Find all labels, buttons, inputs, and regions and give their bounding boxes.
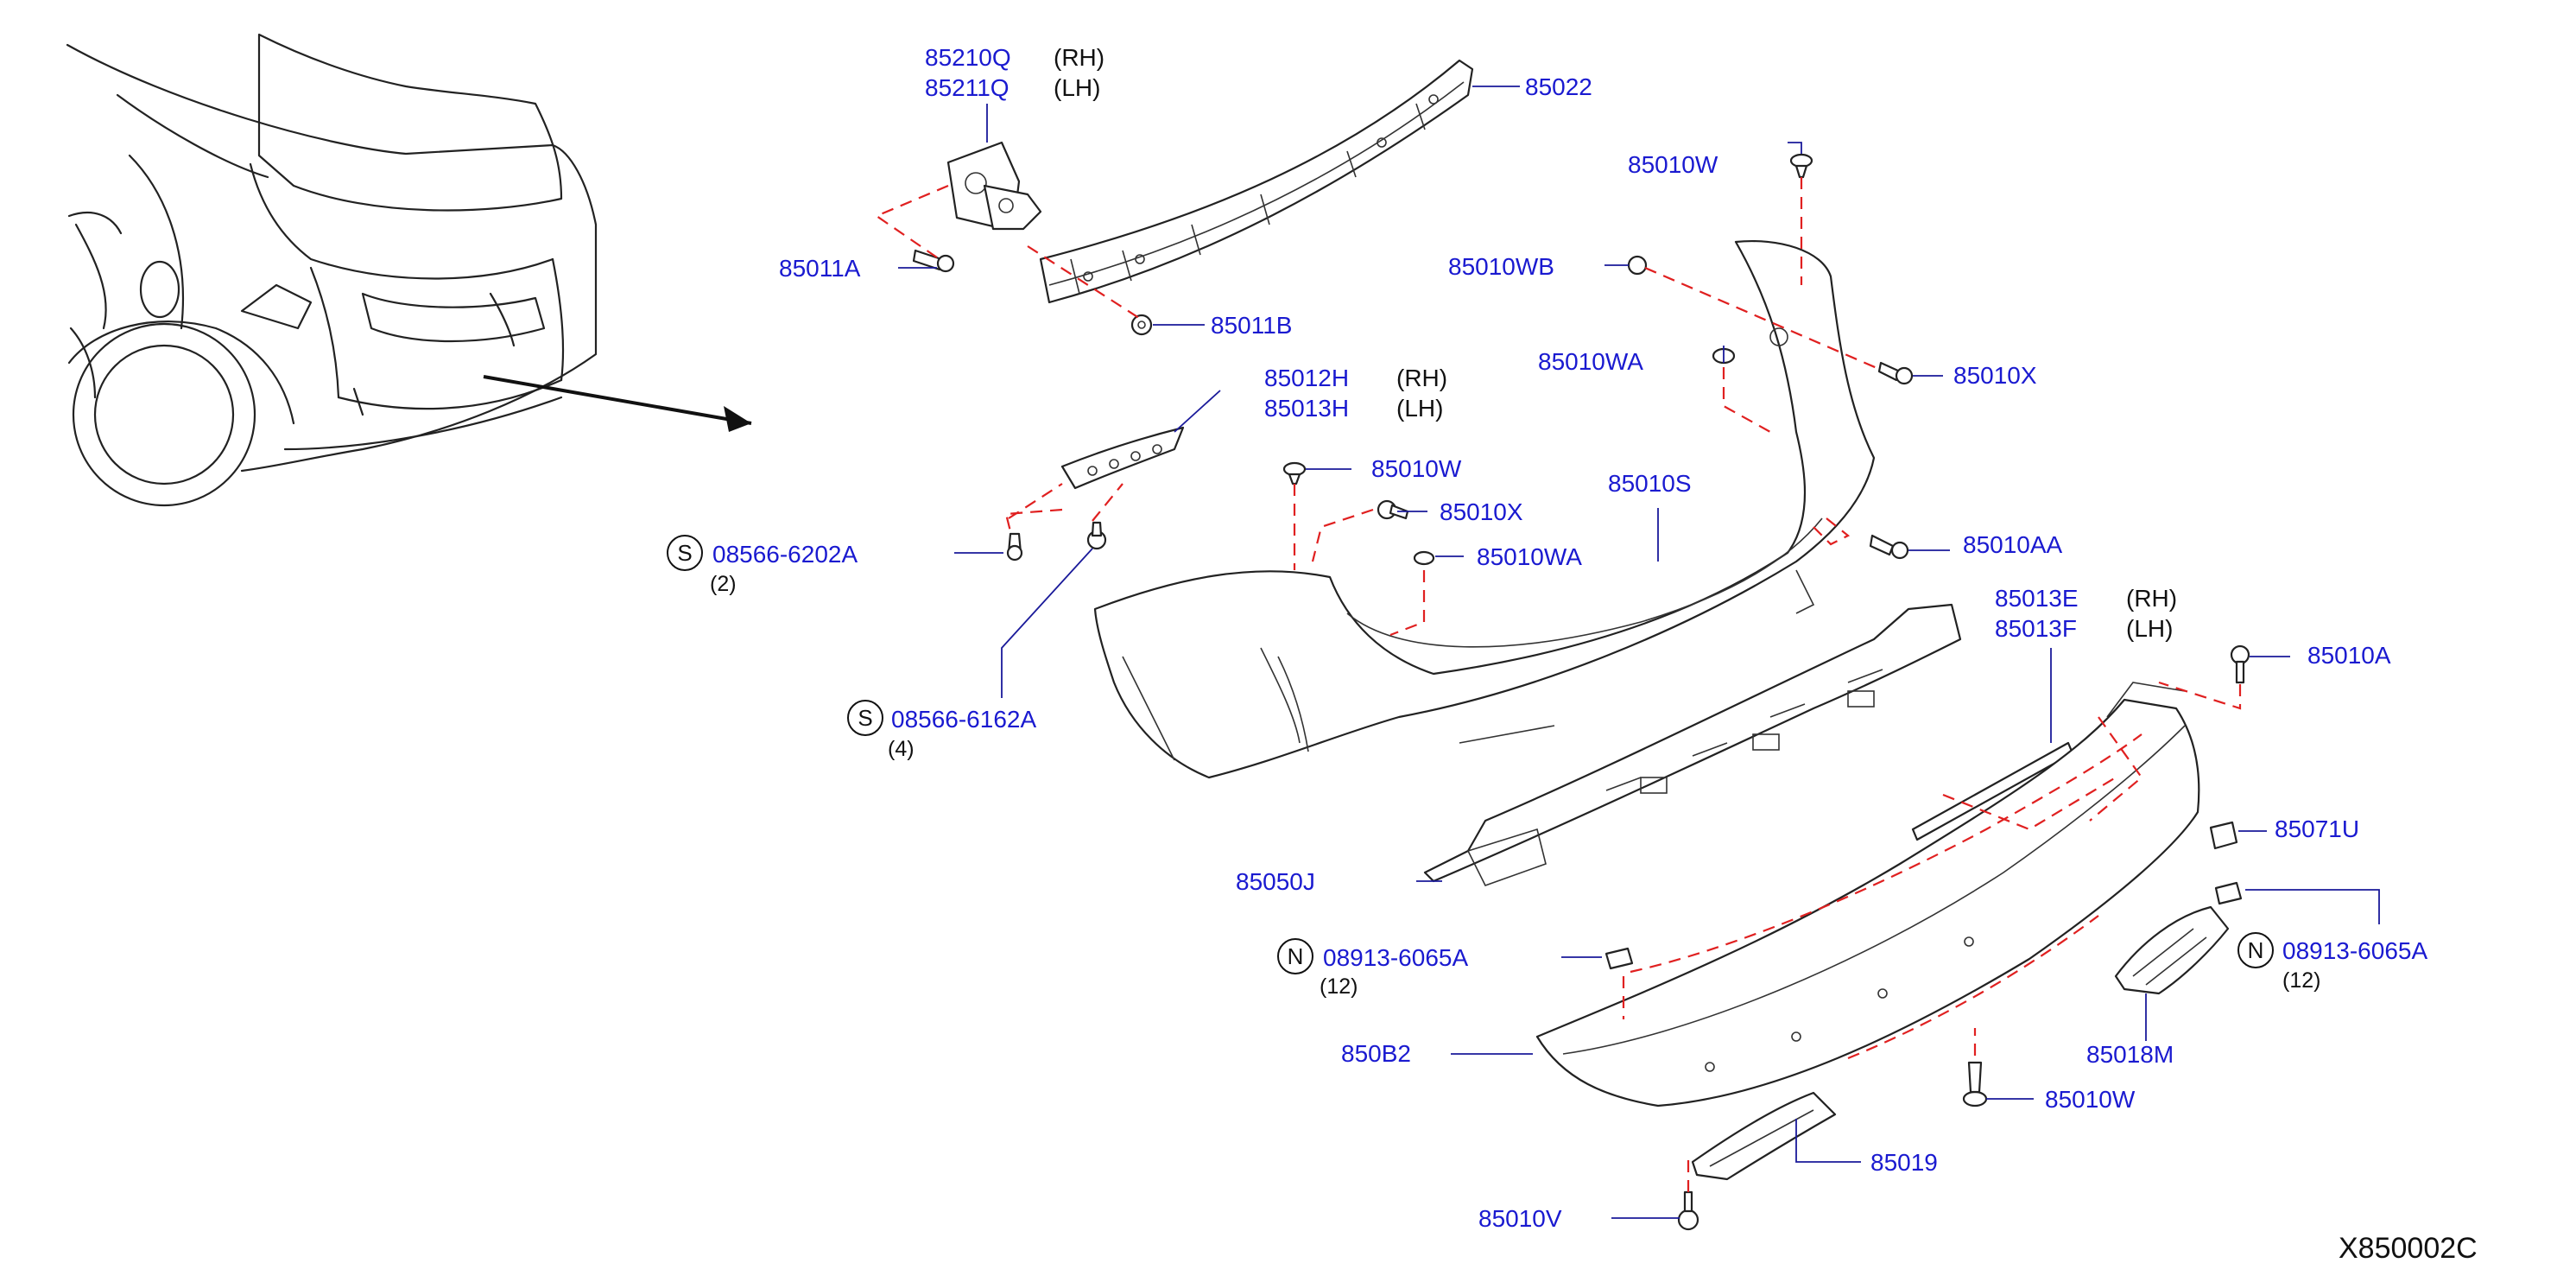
label-85010X-mid[interactable]: 85010X <box>1440 498 1523 525</box>
label-85011A[interactable]: 85011A <box>779 255 861 282</box>
label-08913-6065A-left-qty: (12) <box>1320 974 1358 999</box>
label-85013F[interactable]: 85013F <box>1995 615 2077 642</box>
n-symbol-text: N <box>1288 943 1304 969</box>
s-symbol-text: S <box>858 705 872 731</box>
label-85010AA[interactable]: 85010AA <box>1963 531 2063 558</box>
s-symbol-6162A: S <box>847 700 883 736</box>
label-08913-6065A-right[interactable]: 08913-6065A <box>2282 937 2427 964</box>
label-08566-6202A-qty: (2) <box>710 572 737 596</box>
part-85022-reinforcement <box>1039 59 1474 304</box>
label-85013E-side: (RH) <box>2126 585 2177 612</box>
label-08566-6162A[interactable]: 08566-6162A <box>891 706 1036 733</box>
label-85013F-side: (LH) <box>2126 615 2173 642</box>
label-85010S[interactable]: 85010S <box>1608 470 1692 497</box>
label-85010W-top[interactable]: 85010W <box>1628 151 1718 178</box>
fasteners <box>912 153 2250 1231</box>
label-85012H[interactable]: 85012H <box>1264 365 1349 391</box>
label-85011B[interactable]: 85011B <box>1211 312 1292 339</box>
part-85050J-absorber <box>1423 603 1962 886</box>
part-850B2-lower-bumper <box>1535 682 2200 1107</box>
n-symbol-left: N <box>1277 938 1313 974</box>
label-85012H-side: (RH) <box>1396 365 1447 391</box>
part-labels: 85210Q (RH) 85211Q (LH) 85022 85011A 850… <box>710 44 2478 1265</box>
label-08913-6065A-left[interactable]: 08913-6065A <box>1323 944 1468 971</box>
n-symbol-text: N <box>2248 937 2264 963</box>
part-85018M-bracket <box>2114 905 2230 995</box>
label-85050J[interactable]: 85050J <box>1236 868 1315 895</box>
vehicle-rear-view <box>66 33 752 507</box>
label-85211Q-side: (LH) <box>1054 74 1100 101</box>
part-85019-bracket <box>1691 1091 1837 1181</box>
label-85018M[interactable]: 85018M <box>2086 1041 2174 1068</box>
label-850B2[interactable]: 850B2 <box>1341 1040 1411 1067</box>
diagram-code: X850002C <box>2339 1232 2478 1265</box>
label-85010WA-top[interactable]: 85010WA <box>1538 348 1643 375</box>
label-85010W-bottom[interactable]: 85010W <box>2045 1086 2136 1113</box>
label-08913-6065A-right-qty: (12) <box>2282 968 2320 993</box>
label-08566-6202A[interactable]: 08566-6202A <box>712 541 858 568</box>
label-85210Q[interactable]: 85210Q <box>925 44 1011 71</box>
s-symbol-text: S <box>677 540 692 566</box>
label-85013H-side: (LH) <box>1396 395 1443 422</box>
label-85010A[interactable]: 85010A <box>2307 642 2391 669</box>
label-85010X-right[interactable]: 85010X <box>1953 362 2037 389</box>
label-85071U[interactable]: 85071U <box>2275 816 2359 842</box>
part-85010S-bumper-fascia <box>1093 240 1876 779</box>
label-85019[interactable]: 85019 <box>1870 1149 1938 1176</box>
label-85010V[interactable]: 85010V <box>1478 1205 1562 1232</box>
part-85210Q-85211Q-bracket <box>946 141 1042 231</box>
installation-paths <box>874 177 2242 1192</box>
label-85211Q[interactable]: 85211Q <box>925 74 1010 101</box>
leader-lines <box>898 86 2380 1219</box>
part-85012H-85013H-bracket <box>1060 426 1185 490</box>
label-85013E[interactable]: 85013E <box>1995 585 2079 612</box>
label-85210Q-side: (RH) <box>1054 44 1104 71</box>
label-08566-6162A-qty: (4) <box>888 737 915 761</box>
label-85013H[interactable]: 85013H <box>1264 395 1349 422</box>
n-symbol-right: N <box>2237 932 2274 968</box>
label-85010WB[interactable]: 85010WB <box>1448 253 1554 280</box>
label-85010W-mid[interactable]: 85010W <box>1371 455 1462 482</box>
s-symbol-6202A: S <box>667 535 703 571</box>
label-85022[interactable]: 85022 <box>1525 73 1592 100</box>
label-85010WA-mid[interactable]: 85010WA <box>1477 543 1582 570</box>
